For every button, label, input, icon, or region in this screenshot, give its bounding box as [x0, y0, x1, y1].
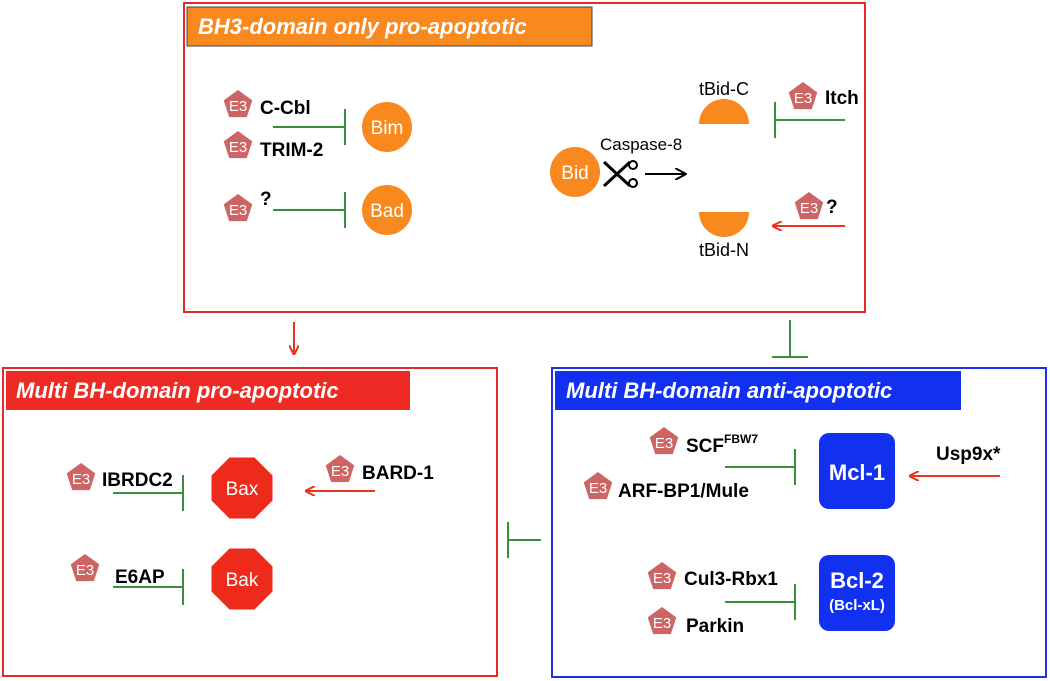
bim-protein — [362, 102, 412, 152]
bax-label: Bax — [226, 479, 259, 500]
mcl-1-label: Mcl-1 — [829, 460, 885, 485]
ligase-scf: SCFFBW7 — [686, 432, 758, 457]
bh3-panel: BH3-domain only pro-apoptotic E3 C-Cbl E… — [183, 2, 866, 313]
bh3-panel-border — [183, 2, 866, 313]
tbid-n-label: tBid-N — [699, 240, 749, 260]
e3-label: E3 — [653, 615, 671, 632]
e3-label: E3 — [589, 480, 607, 497]
scf-superscript: FBW7 — [724, 432, 758, 446]
ligase-c-cbl: C-Cbl — [260, 98, 311, 119]
e3-label: E3 — [229, 202, 247, 219]
e3-label: E3 — [72, 471, 90, 488]
bak-label: Bak — [226, 570, 259, 591]
ligase-arf-bp1-mule: ARF-BP1/Mule — [618, 481, 749, 502]
tbid-c-fragment — [699, 99, 749, 124]
pro-apoptotic-panel: Multi BH-domain pro-apoptotic E3 IBRDC2 … — [2, 367, 498, 677]
e3-label: E3 — [800, 200, 818, 217]
mcl-1-protein — [819, 433, 895, 509]
anti-panel-border — [551, 367, 1047, 678]
dub-usp9x: Usp9x* — [936, 444, 1001, 465]
ligase-cul3-rbx1: Cul3-Rbx1 — [684, 569, 778, 590]
ligase-itch: Itch — [825, 88, 859, 109]
bax-protein — [211, 457, 273, 519]
bcl-2-protein — [819, 555, 895, 631]
bad-protein — [362, 185, 412, 235]
bh3-title: BH3-domain only pro-apoptotic — [198, 14, 527, 39]
bcl-2-label: Bcl-2 — [830, 568, 884, 593]
bid-protein — [550, 147, 600, 197]
e3-label: E3 — [229, 139, 247, 156]
scissors-icon — [602, 160, 638, 188]
anti-title: Multi BH-domain anti-apoptotic — [566, 378, 892, 403]
bad-ligase-unknown: ? — [260, 189, 272, 210]
tbid-n-fragment — [699, 212, 749, 237]
pro-title-box — [6, 371, 410, 410]
anti-apoptotic-panel: Multi BH-domain anti-apoptotic E3 SCFFBW… — [551, 367, 1047, 678]
e3-label: E3 — [653, 570, 671, 587]
e3-label: E3 — [331, 463, 349, 480]
ligase-e6ap: E6AP — [115, 567, 165, 588]
e3-label: E3 — [229, 98, 247, 115]
e3-label: E3 — [76, 562, 94, 579]
e3-label: E3 — [655, 435, 673, 452]
anti-title-box — [555, 371, 961, 410]
pro-panel-border — [2, 367, 498, 677]
ligase-ibrdc2: IBRDC2 — [102, 470, 173, 491]
bad-label: Bad — [370, 201, 404, 222]
tbid-n-ligase-unknown: ? — [826, 197, 838, 218]
tbid-c-label: tBid-C — [699, 79, 749, 99]
bh3-title-box — [186, 6, 593, 47]
pro-title: Multi BH-domain pro-apoptotic — [16, 378, 339, 403]
bak-protein — [211, 548, 273, 610]
bcl-xl-label: (Bcl-xL) — [829, 597, 885, 614]
ligase-parkin: Parkin — [686, 616, 744, 637]
ligase-trim-2: TRIM-2 — [260, 140, 323, 161]
ligase-bard-1: BARD-1 — [362, 463, 434, 484]
caspase-label: Caspase-8 — [600, 135, 682, 154]
e3-label: E3 — [794, 90, 812, 107]
bim-label: Bim — [371, 118, 404, 139]
scf-name: SCF — [686, 436, 724, 457]
bid-label: Bid — [561, 163, 588, 184]
